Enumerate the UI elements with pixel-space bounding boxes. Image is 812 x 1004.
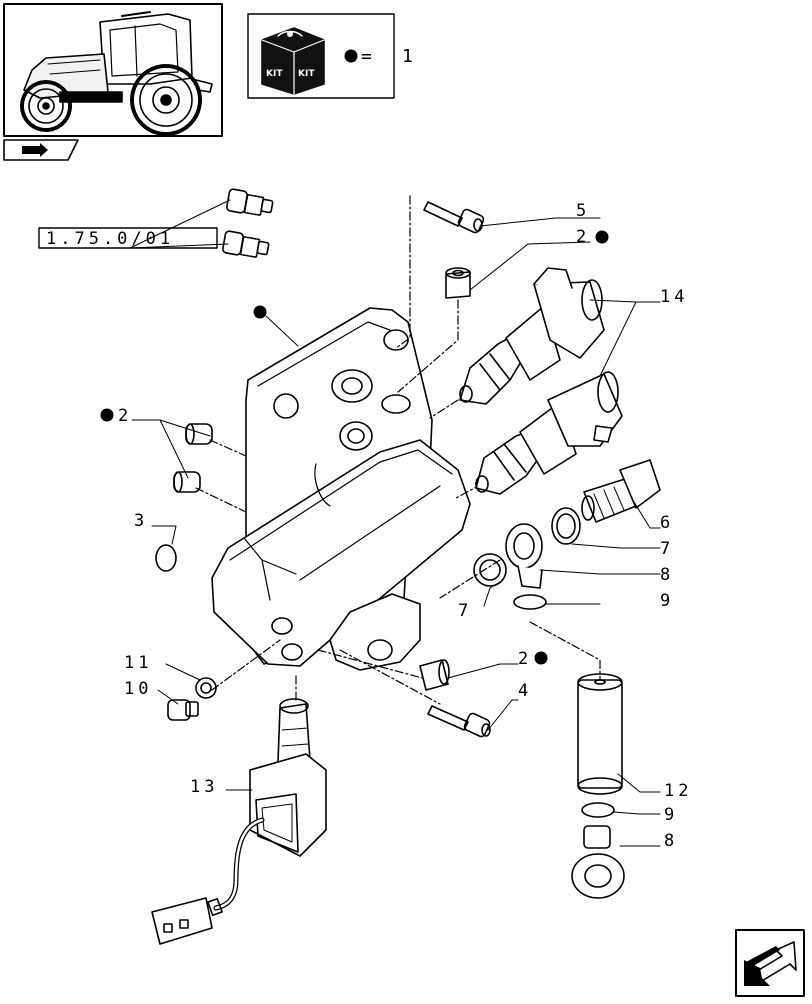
part-13-solenoid bbox=[151, 698, 327, 945]
part-7-washer-lower bbox=[473, 553, 507, 587]
sensor-lower bbox=[222, 230, 270, 259]
callout-2b: 2 bbox=[118, 406, 132, 426]
part-4-bolt bbox=[427, 705, 491, 738]
callout-8a: 8 bbox=[660, 565, 674, 585]
kit-dot-icon bbox=[344, 49, 358, 63]
callout-2b-kit-dot bbox=[100, 408, 114, 422]
callouts: 5 2 14 2 3 6 7 8 7 9 11 10 2 4 13 12 9 8 bbox=[118, 201, 692, 851]
part-14-solenoid-lower bbox=[475, 371, 623, 495]
valve-body-kit-dot bbox=[253, 305, 267, 319]
callout-14: 14 bbox=[660, 287, 688, 307]
callout-2a-kit-dot bbox=[595, 230, 609, 244]
sensor-upper bbox=[226, 188, 274, 217]
callout-2c: 2 bbox=[518, 649, 532, 669]
kit-word-left: KIT bbox=[266, 69, 283, 79]
callout-10: 10 bbox=[124, 679, 152, 699]
callout-8b: 8 bbox=[664, 831, 678, 851]
part-14-solenoid-upper bbox=[459, 267, 605, 405]
reference-code: 1.75.0/01 bbox=[46, 229, 174, 249]
leader-lines bbox=[131, 217, 661, 847]
arrow-icon bbox=[744, 960, 770, 986]
part-10-plug bbox=[167, 699, 199, 721]
callout-6: 6 bbox=[660, 513, 674, 533]
prev-page-icon[interactable] bbox=[3, 139, 79, 161]
part-2-plug-lower bbox=[419, 659, 450, 691]
callout-11: 11 bbox=[124, 653, 152, 673]
callout-7a: 7 bbox=[660, 539, 674, 559]
valve-body bbox=[211, 307, 471, 671]
callout-9a: 9 bbox=[660, 591, 674, 611]
callout-13: 13 bbox=[190, 777, 218, 797]
kit-legend: KIT KIT = 1 bbox=[247, 13, 413, 99]
part-8-banjo-lower bbox=[571, 825, 625, 899]
part-9-oring-upper bbox=[513, 594, 547, 610]
kit-number: 1 bbox=[402, 46, 413, 67]
part-7-washer-upper bbox=[551, 507, 581, 545]
part-5-bolt bbox=[423, 201, 485, 234]
part-12-tube bbox=[577, 673, 623, 795]
callout-9b: 9 bbox=[664, 805, 678, 825]
part-2-plug-top bbox=[445, 267, 471, 299]
part-11-washer bbox=[195, 677, 217, 699]
kit-box-icon: KIT KIT bbox=[261, 27, 325, 95]
part-6-banjo-bolt bbox=[581, 459, 661, 523]
callout-12: 12 bbox=[664, 781, 692, 801]
part-9-oring-lower bbox=[581, 802, 615, 818]
part-2-plugs-left bbox=[173, 423, 213, 493]
kit-word-right: KIT bbox=[298, 69, 315, 79]
part-8-banjo-upper bbox=[505, 523, 543, 589]
part-3-cap bbox=[155, 544, 177, 572]
tractor-thumbnail[interactable] bbox=[3, 3, 223, 137]
kit-equals: = bbox=[361, 46, 372, 67]
callout-3: 3 bbox=[134, 511, 148, 531]
next-page-button[interactable] bbox=[735, 929, 805, 997]
callout-7b: 7 bbox=[458, 601, 472, 621]
callout-5: 5 bbox=[576, 201, 590, 221]
callout-2a: 2 bbox=[576, 227, 590, 247]
callout-2c-kit-dot bbox=[534, 651, 548, 665]
callout-4: 4 bbox=[518, 681, 532, 701]
